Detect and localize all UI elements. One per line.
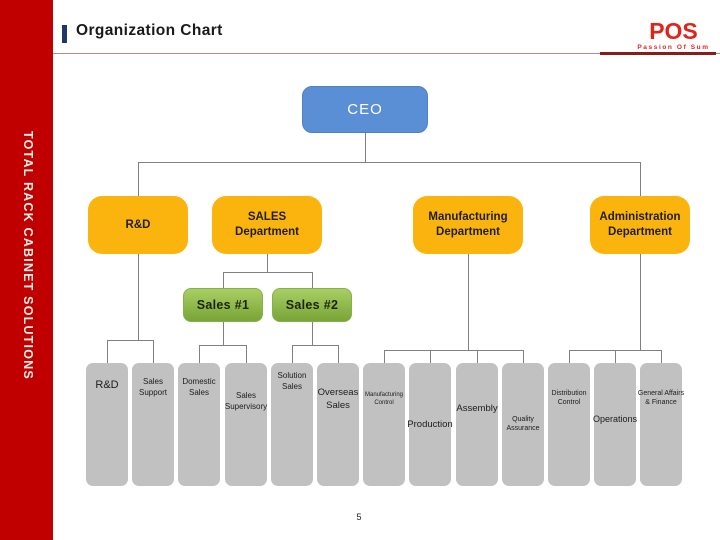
logo-tagline: Passion Of Sum (637, 44, 710, 51)
connector (107, 340, 154, 341)
connector (246, 345, 247, 363)
brand-strip: TOTAL RACK CABINET SOLUTIONS (0, 0, 53, 540)
node-domestic-sales: Domestic Sales (178, 363, 220, 486)
connector (365, 133, 366, 162)
connector (523, 350, 524, 363)
node-sales-1: Sales #1 (183, 288, 263, 322)
page-number: 5 (356, 512, 362, 522)
node-rnd-department: R&D (88, 196, 188, 254)
connector (292, 345, 293, 363)
connector (107, 340, 108, 363)
node-label: Manufacturing Control (364, 392, 404, 407)
node-label: Operations (592, 414, 638, 424)
node-sales-supervisory: Sales Supervisory (225, 363, 267, 486)
connector (468, 254, 469, 350)
logo-underline (600, 52, 716, 55)
node-rnd-unit: R&D (86, 363, 128, 486)
node-label: Assembly (456, 403, 498, 414)
node-label: R&D (95, 379, 119, 391)
connector (569, 350, 570, 363)
connector (223, 272, 224, 288)
connector (615, 350, 616, 363)
node-label: Solution Sales (277, 371, 307, 391)
page-title: Organization Chart (76, 22, 223, 39)
node-quality-assurance: Quality Assurance (502, 363, 544, 486)
node-administration-department: Administration Department (590, 196, 690, 254)
connector (223, 272, 313, 273)
node-manufacturing-department: Manufacturing Department (413, 196, 523, 254)
connector (153, 340, 154, 363)
node-solution-sales: Solution Sales (271, 363, 313, 486)
title-accent-bar (62, 25, 67, 43)
node-label: General Affairs & Finance (637, 390, 685, 407)
node-general-affairs-finance: General Affairs & Finance (638, 363, 684, 486)
node-label: Production (407, 419, 453, 430)
node-sales-2: Sales #2 (272, 288, 352, 322)
connector (661, 350, 662, 363)
brand-strip-text: TOTAL RACK CABINET SOLUTIONS (21, 131, 35, 380)
node-production: Production (407, 363, 453, 486)
connector (199, 345, 247, 346)
connector (640, 162, 641, 196)
node-ceo: CEO (302, 86, 428, 133)
node-operations: Operations (593, 363, 637, 486)
node-distribution-control: Distribution Control (548, 363, 590, 486)
connector (430, 350, 431, 363)
connector (640, 254, 641, 350)
node-sales-department: SALES Department (212, 196, 322, 254)
connector (138, 254, 139, 340)
connector (292, 345, 338, 346)
node-label: Sales Supervisory (224, 391, 268, 411)
node-label: Sales Support (138, 377, 168, 397)
header-rule (53, 53, 720, 54)
connector (338, 345, 339, 363)
node-assembly: Assembly (456, 363, 498, 486)
connector (223, 322, 224, 345)
node-sales-support: Sales Support (132, 363, 174, 486)
company-logo: POS Passion Of Sum (631, 18, 716, 52)
connector (312, 272, 313, 288)
connector (384, 350, 385, 363)
logo-text: POS (649, 18, 698, 44)
node-label: Domestic Sales (182, 377, 216, 397)
connector (384, 350, 523, 351)
connector (138, 162, 139, 196)
connector (477, 350, 478, 363)
node-label: Overseas Sales (317, 387, 359, 411)
connector (312, 322, 313, 345)
node-label: Quality Assurance (506, 416, 540, 433)
connector (267, 254, 268, 272)
connector (138, 162, 641, 163)
node-label: Distribution Control (551, 390, 587, 407)
connector (199, 345, 200, 363)
node-overseas-sales: Overseas Sales (317, 363, 359, 486)
node-manufacturing-control: Manufacturing Control (363, 363, 405, 486)
